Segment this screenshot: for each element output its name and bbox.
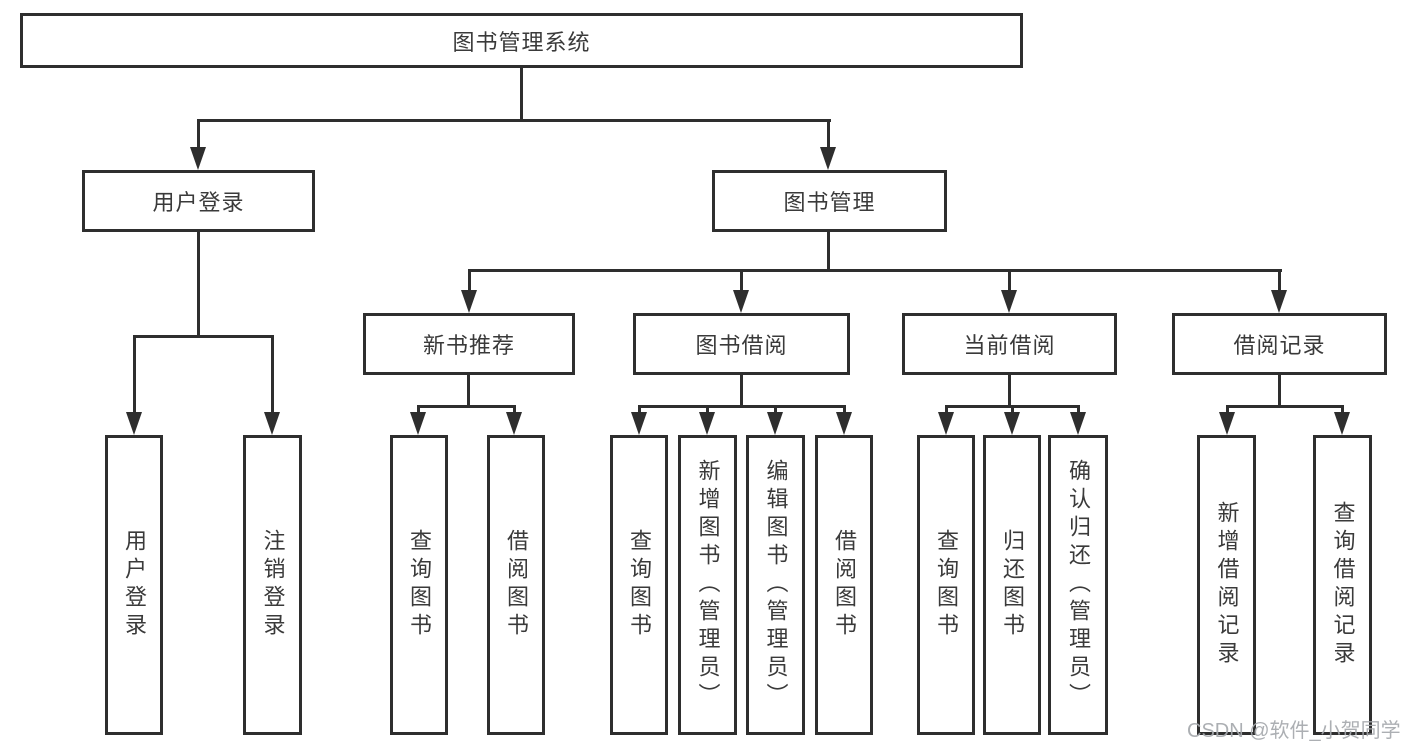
node-label: 编辑图书（管理员）	[763, 459, 789, 711]
node-label: 借阅记录	[1233, 333, 1326, 358]
connector-stem	[1226, 405, 1229, 414]
arrow-down-icon	[733, 290, 749, 313]
node-new-book-recommend: 新书推荐	[363, 313, 575, 375]
node-leaf-query-books: 查询图书	[390, 435, 448, 735]
arrow-down-icon	[126, 412, 142, 435]
connector-stem	[774, 405, 777, 414]
arrow-down-icon	[836, 412, 852, 435]
node-label: 新书推荐	[422, 333, 515, 358]
arrow-down-icon	[1004, 412, 1020, 435]
node-leaf-add-borrow-record: 新增借阅记录	[1197, 435, 1256, 735]
connector-crossbar	[638, 405, 846, 408]
arrow-down-icon	[190, 147, 206, 170]
node-label: 图书管理系统	[452, 29, 591, 55]
arrow-down-icon	[1070, 412, 1086, 435]
node-current-borrow: 当前借阅	[902, 313, 1117, 375]
node-label: 注销登录	[260, 529, 286, 641]
connector-stem	[945, 405, 948, 414]
connector-level1-crossbar	[197, 119, 831, 122]
connector-stem	[197, 119, 200, 148]
connector-stem	[1008, 373, 1011, 407]
node-leaf-confirm-return-admin: 确认归还（管理员）	[1048, 435, 1108, 735]
connector-crossbar	[417, 405, 516, 408]
connector-stem	[1011, 405, 1014, 414]
node-label: 图书管理	[783, 190, 876, 215]
connector-stem	[740, 373, 743, 407]
connector-stem	[1341, 405, 1344, 414]
arrow-down-icon	[1334, 412, 1350, 435]
node-label: 确认归还（管理员）	[1066, 459, 1091, 711]
arrow-down-icon	[264, 412, 280, 435]
node-leaf-add-books-admin: 新增图书（管理员）	[678, 435, 737, 735]
node-book-borrow: 图书借阅	[633, 313, 850, 375]
connector-stem	[1008, 269, 1011, 291]
node-label: 新增图书（管理员）	[695, 459, 721, 711]
node-label: 图书借阅	[695, 333, 788, 358]
connector-stem	[706, 405, 709, 414]
arrow-down-icon	[938, 412, 954, 435]
connector-root-stem	[520, 66, 523, 122]
node-leaf-query-borrow-record: 查询借阅记录	[1313, 435, 1372, 735]
connector-stem	[827, 119, 830, 148]
node-leaf-borrow-books: 借阅图书	[815, 435, 873, 735]
connector-login-stem	[197, 230, 200, 337]
connector-stem	[638, 405, 641, 414]
arrow-down-icon	[1219, 412, 1235, 435]
node-leaf-edit-books-admin: 编辑图书（管理员）	[746, 435, 805, 735]
connector-login-crossbar	[133, 335, 274, 338]
connector-stem	[417, 405, 420, 414]
node-label: 归还图书	[1000, 529, 1025, 641]
csdn-watermark: CSDN @软件_小贺同学	[1187, 720, 1401, 742]
node-label: 查询借阅记录	[1330, 501, 1356, 669]
connector-stem	[513, 405, 516, 414]
connector-stem	[1278, 373, 1281, 407]
arrow-down-icon	[631, 412, 647, 435]
node-label: 查询图书	[934, 529, 959, 641]
node-label: 新增借阅记录	[1214, 501, 1240, 669]
node-library-management-system: 图书管理系统	[20, 13, 1023, 68]
connector-stem	[133, 335, 136, 413]
node-label: 用户登录	[152, 190, 245, 215]
node-leaf-query-books: 查询图书	[610, 435, 668, 735]
node-label: 用户登录	[122, 529, 147, 641]
connector-stem	[1278, 269, 1281, 291]
connector-stem	[843, 405, 846, 414]
node-label: 当前借阅	[963, 333, 1056, 358]
node-leaf-logout: 注销登录	[243, 435, 302, 735]
node-label: 借阅图书	[832, 529, 857, 641]
node-leaf-query-books: 查询图书	[917, 435, 975, 735]
connector-bookmgmt-stem	[827, 230, 830, 272]
connector-stem	[271, 335, 274, 413]
arrow-down-icon	[461, 290, 477, 313]
arrow-down-icon	[699, 412, 715, 435]
connector-stem	[468, 269, 471, 291]
connector-stem	[467, 373, 470, 407]
arrow-down-icon	[767, 412, 783, 435]
node-leaf-borrow-books: 借阅图书	[487, 435, 545, 735]
node-label: 查询图书	[627, 529, 652, 641]
arrow-down-icon	[1271, 290, 1287, 313]
connector-level2-crossbar	[468, 269, 1282, 272]
node-leaf-return-books: 归还图书	[983, 435, 1041, 735]
arrow-down-icon	[820, 147, 836, 170]
node-leaf-user-login: 用户登录	[105, 435, 163, 735]
connector-crossbar	[1226, 405, 1344, 408]
arrow-down-icon	[506, 412, 522, 435]
arrow-down-icon	[410, 412, 426, 435]
node-label: 查询图书	[407, 529, 432, 641]
connector-stem	[740, 269, 743, 291]
node-user-login: 用户登录	[82, 170, 315, 232]
arrow-down-icon	[1001, 290, 1017, 313]
node-book-management: 图书管理	[712, 170, 947, 232]
connector-stem	[1077, 405, 1080, 414]
node-borrow-records: 借阅记录	[1172, 313, 1387, 375]
node-label: 借阅图书	[504, 529, 529, 641]
